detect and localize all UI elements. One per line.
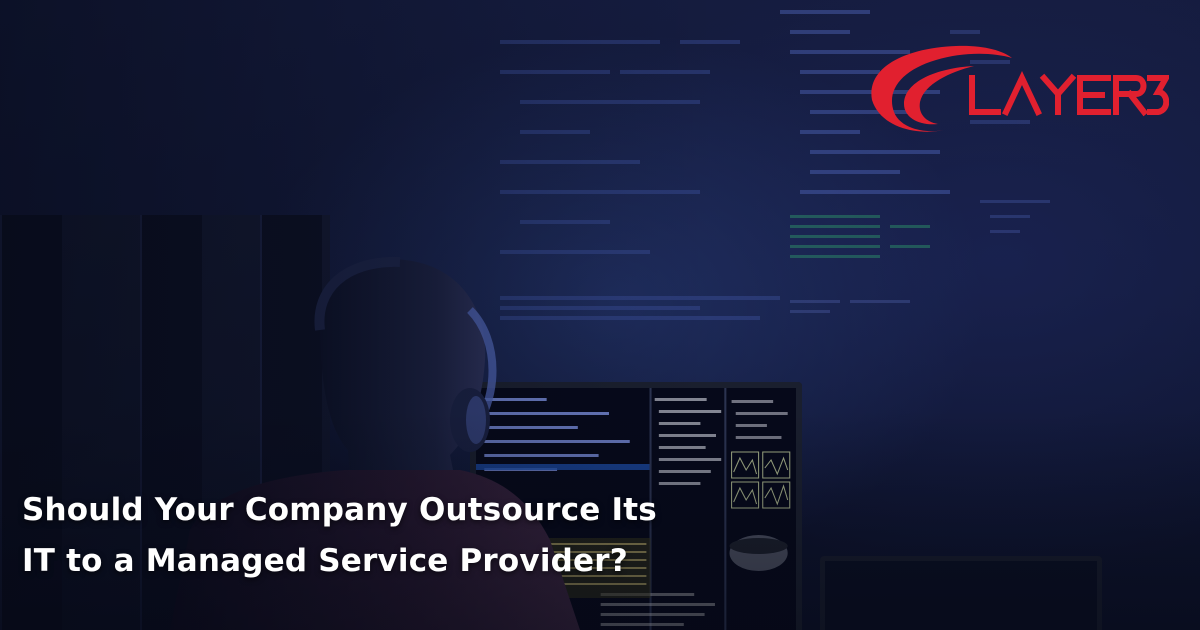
headline-line-2: IT to a Managed Service Provider? (22, 543, 628, 579)
headline-line-1: Should Your Company Outsource Its (22, 492, 657, 528)
article-headline: Should Your Company Outsource Its IT to … (22, 485, 782, 587)
layer3-logo (864, 38, 1172, 138)
